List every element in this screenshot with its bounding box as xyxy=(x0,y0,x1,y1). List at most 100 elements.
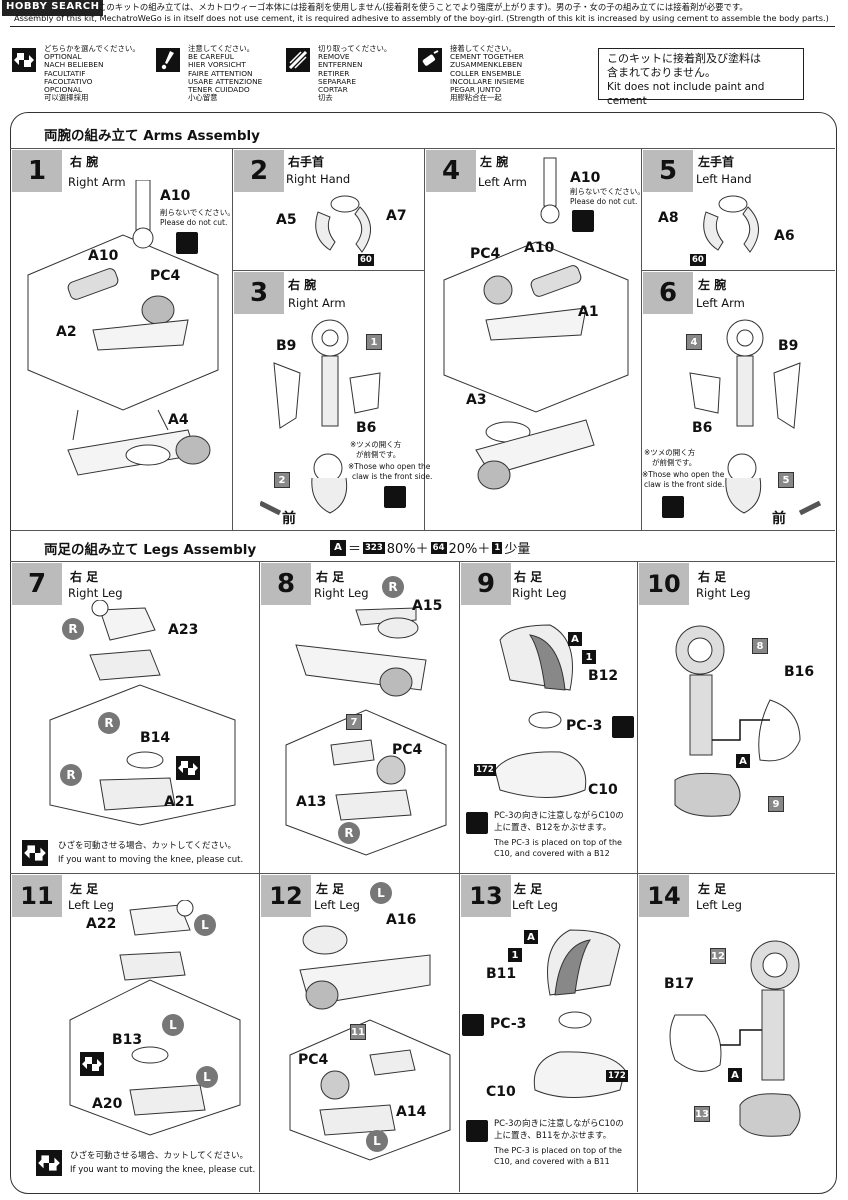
step-12-label-pc4: PC4 xyxy=(298,1052,329,1068)
step-3-front-label: 前 xyxy=(282,511,296,527)
step-4-title-en: Left Arm xyxy=(478,175,527,189)
cut-icon xyxy=(286,48,310,76)
step-9-label-pc3: PC-3 xyxy=(566,718,603,734)
step-1-title-en: Right Arm xyxy=(68,175,126,189)
arms-grid-top xyxy=(10,148,835,149)
step-12-ref-11: 11 xyxy=(350,1024,366,1040)
step-9-box-a: A xyxy=(568,632,582,646)
step-10-box-a: A xyxy=(736,754,750,768)
step-2-color-code: 60 xyxy=(358,254,374,266)
step-14-ref-12: 12 xyxy=(710,948,726,964)
arms-grid-v3 xyxy=(641,148,642,530)
step-13-number: 13 xyxy=(461,875,511,917)
paint-mix-a: A xyxy=(330,539,346,556)
step-7-mark-r-3: R xyxy=(60,764,82,786)
step-10-ref-9: 9 xyxy=(768,796,784,812)
step-14-title-en: Left Leg xyxy=(696,898,742,912)
step-12-label-a14: A14 xyxy=(396,1104,427,1120)
step-13-box-1: 1 xyxy=(508,948,522,962)
step-12-title-jp: 左 足 xyxy=(316,882,345,896)
step-4-label-a3: A3 xyxy=(466,392,487,408)
step-13-title-jp: 左 足 xyxy=(514,882,543,896)
step-8-label-pc4: PC4 xyxy=(392,742,423,758)
legs-grid-mid xyxy=(10,873,835,874)
step-13-label-c10: C10 xyxy=(486,1084,516,1100)
step-9-color-code: 172 xyxy=(474,764,496,776)
step-13-color-code: 172 xyxy=(606,1070,628,1082)
step-11-number: 11 xyxy=(12,875,62,917)
paint-mix-pct-1: 80%＋ xyxy=(386,542,429,557)
step-7-knee-optional-icon xyxy=(22,840,48,870)
step-14-box-a: A xyxy=(728,1068,742,1082)
step-6-number: 6 xyxy=(643,272,693,314)
step-9-box-1: 1 xyxy=(582,650,596,664)
step-12-mark-l-1: L xyxy=(370,882,392,904)
step-3-note-jp-2: が前側です。 xyxy=(356,450,401,459)
legs-grid-v2 xyxy=(459,561,460,1192)
step-14-label-b17: B17 xyxy=(664,976,695,992)
step-11-label-b13: B13 xyxy=(112,1032,143,1048)
step-13-note-en-1: The PC-3 is placed on top of the xyxy=(494,1146,622,1155)
step-12-title-en: Left Leg xyxy=(314,898,360,912)
step-10-number: 10 xyxy=(639,563,689,605)
legs-assembly-title: 両足の組み立て Legs Assembly xyxy=(44,542,257,558)
step-13-note-jp-1: PC-3の向きに注意しながらC10の xyxy=(494,1119,624,1129)
step-7-label-b14: B14 xyxy=(140,730,171,746)
step-2-number: 2 xyxy=(234,150,284,192)
step-14-title-jp: 左 足 xyxy=(698,882,727,896)
step-6-note-jp-2: が前側です。 xyxy=(652,458,697,467)
step-1-caution-icon xyxy=(176,232,198,254)
header-note-en: Assembly of this kit, MechatroWeGo is in… xyxy=(14,13,829,23)
step-7-label-a23: A23 xyxy=(168,622,199,638)
step-12-label-a16: A16 xyxy=(386,912,417,928)
step-11-mark-l-3: L xyxy=(196,1066,218,1088)
step-11-knee-optional-icon xyxy=(36,1150,62,1180)
step-6-label-b6: B6 xyxy=(692,420,713,436)
paint-mix-color-323: 323 xyxy=(363,541,385,554)
arms-grid-h2 xyxy=(232,270,424,271)
step-7-optional-icon xyxy=(176,756,200,784)
cement-icon xyxy=(418,48,442,76)
paint-mix-color-1: 1 xyxy=(492,541,503,554)
step-9-title-en: Right Leg xyxy=(512,586,567,600)
step-5-title-jp: 左手首 xyxy=(698,155,735,169)
step-1-note-jp: 削らないでください。 xyxy=(160,208,235,217)
step-3-title-jp: 右 腕 xyxy=(288,278,317,292)
step-13-label-b11: B11 xyxy=(486,966,517,982)
step-11-mark-l-1: L xyxy=(194,914,216,936)
step-9-label-c10: C10 xyxy=(588,782,618,798)
step-13-label-pc3: PC-3 xyxy=(490,1016,527,1032)
step-1-label-a10b: A10 xyxy=(88,248,119,264)
step-7-title-jp: 右 足 xyxy=(70,570,99,584)
step-13-title-en: Left Leg xyxy=(512,898,558,912)
step-8-label-a13: A13 xyxy=(296,794,327,810)
step-7-knee-note-jp: ひざを可動させる場合、カットしてください。 xyxy=(58,841,236,851)
step-7-knee-note-en: If you want to moving the knee, please c… xyxy=(58,855,244,865)
legs-grid-v1 xyxy=(259,561,260,1192)
optional-arrows-icon xyxy=(12,48,36,76)
step-6-ref-5: 5 xyxy=(778,472,794,488)
step-7-label-a21: A21 xyxy=(164,794,195,810)
step-13-caution-icon xyxy=(462,1014,484,1036)
arms-grid-h5 xyxy=(641,270,835,271)
cut-legend-text: 切り取ってください。 REMOVE ENTFERNEN RETIRER SEPA… xyxy=(318,44,392,103)
step-9-title-jp: 右 足 xyxy=(514,570,543,584)
step-11-optional-icon xyxy=(80,1052,104,1080)
step-4-number: 4 xyxy=(426,150,476,192)
step-3-caution-icon xyxy=(384,486,406,508)
step-8-title-en: Right Leg xyxy=(314,586,369,600)
step-9-note-jp-2: 上に置き、B12をかぶせます。 xyxy=(494,823,612,833)
paint-mix-equals: ＝ xyxy=(348,542,362,557)
no-paint-cement-notice: このキットに接着剤及び塗料は 含まれておりません。 Kit does not i… xyxy=(598,48,804,107)
notice-en-line: Kit does not include paint and cement xyxy=(607,81,765,107)
step-4-caution-icon xyxy=(572,210,594,232)
step-6-title-jp: 左 腕 xyxy=(698,278,727,292)
step-3-note-en-2: claw is the front side. xyxy=(352,472,433,481)
step-9-note-jp-1: PC-3の向きに注意しながらC10の xyxy=(494,811,624,821)
caution-legend-text: 注意してください。 BE CAREFUL HIER VORSICHT FAIRE… xyxy=(188,44,263,103)
step-1-label-a2: A2 xyxy=(56,324,77,340)
step-6-caution-icon xyxy=(662,496,684,518)
step-11-label-a20: A20 xyxy=(92,1096,123,1112)
step-11-title-jp: 左 足 xyxy=(70,882,99,896)
step-7-title-en: Right Leg xyxy=(68,586,123,600)
